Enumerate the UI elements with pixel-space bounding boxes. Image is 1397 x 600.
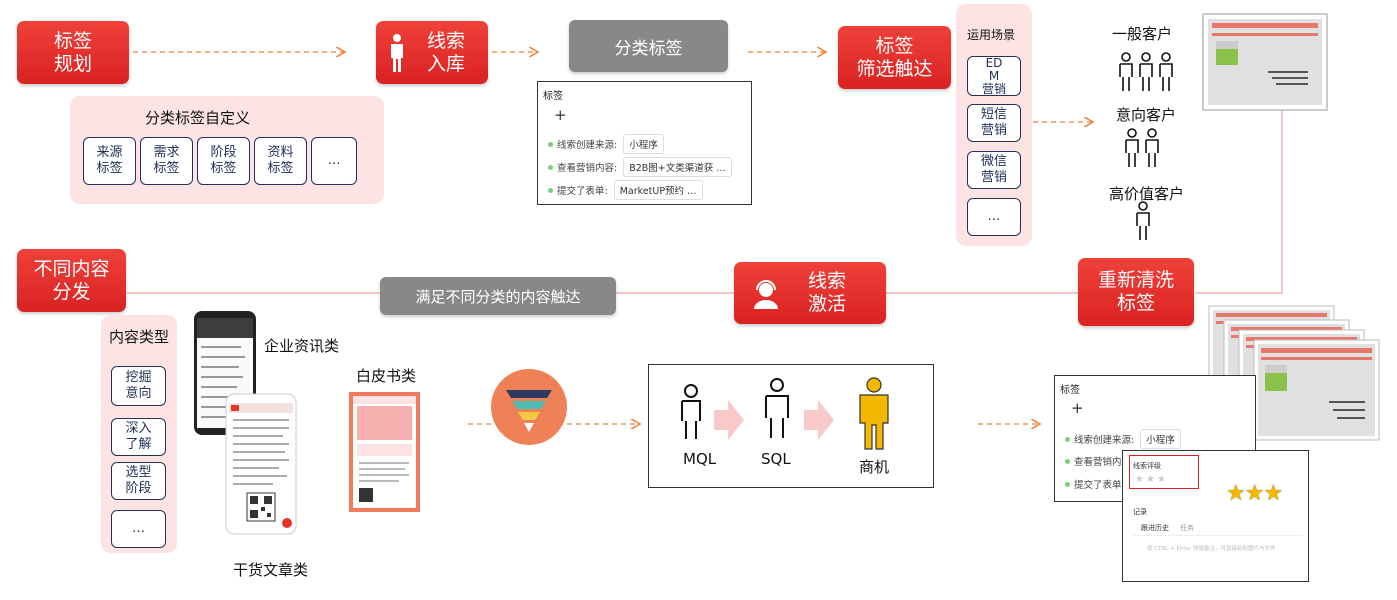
tag-row: 提交了表单: MarketUP预约 … — [548, 180, 703, 200]
lead-storage-box: 线索 入库 — [376, 21, 488, 84]
tag-dot — [1065, 436, 1070, 442]
tag-row-label: 查看营销内 — [1074, 457, 1122, 468]
article-content-label: 干货文章类 — [233, 561, 309, 579]
person-icon — [391, 34, 403, 72]
mql-person-icon — [681, 384, 701, 439]
gray-stars[interactable]: ★★★ — [1135, 474, 1168, 485]
tag-chip[interactable]: B2B图+文类渠道获 … — [623, 157, 732, 177]
wechat-marketing-item: 微信 营销 — [967, 151, 1021, 189]
funnel-icon — [491, 369, 567, 445]
retag-box: 重新清洗 标签 — [1078, 258, 1194, 326]
tab-tasks[interactable]: 任务 — [1180, 524, 1194, 532]
tag-dot — [548, 187, 553, 193]
stacked-webpages-illustration — [1208, 305, 1380, 441]
add-tag-button[interactable]: + — [554, 106, 567, 124]
general-customer-icon — [1119, 52, 1173, 91]
tag-dot — [548, 141, 553, 147]
lead-activation-label: 线索 激活 — [807, 270, 846, 315]
support-agent-icon — [754, 280, 778, 309]
scenes-title: 运用场景 — [967, 28, 1016, 42]
tag-row: 查看营销内 — [1065, 454, 1122, 468]
content-reach-bar: 满足不同分类的内容触达 — [380, 277, 616, 315]
more-content-item: … — [111, 510, 166, 548]
high-value-customer-label: 高价值客户 — [1109, 185, 1185, 203]
more-scene-item: … — [967, 198, 1021, 236]
explore-intent-item: 挖掘 意向 — [111, 366, 166, 406]
bottom-add-tag-button[interactable]: + — [1071, 399, 1084, 417]
intent-customer-icon — [1125, 128, 1159, 167]
content-types-title: 内容类型 — [109, 328, 170, 346]
tag-row-label: 线索创建来源: — [557, 140, 618, 151]
phone-article-mockup — [225, 393, 297, 535]
gold-stars: ★★★ — [1226, 481, 1283, 506]
opportunity-label: 商机 — [859, 458, 890, 476]
tab-follow-history[interactable]: 跟进历史 — [1141, 524, 1169, 532]
tag-dot — [1065, 481, 1070, 487]
whitepaper-mockup — [349, 392, 420, 512]
lead-storage-label: 线索 入库 — [426, 29, 465, 75]
tag-chip[interactable]: 小程序 — [623, 134, 664, 154]
rating-label: 线索评级 — [1133, 462, 1161, 470]
arrow-sql-to-opportunity-icon — [804, 400, 834, 440]
mql-label: MQL — [683, 450, 717, 468]
tag-row-label: 线索创建来源: — [1074, 435, 1135, 446]
tag-row-label: 查看营销内容: — [557, 163, 618, 174]
webpage-illustration — [1202, 13, 1328, 111]
general-customer-label: 一般客户 — [1112, 25, 1173, 43]
edm-marketing-item: ED M 营销 — [967, 56, 1021, 96]
content-distribution-box: 不同内容 分发 — [17, 249, 126, 312]
note-placeholder: 按 CTRL + Enter 快速备注，可直接粘贴图片与文件 — [1147, 546, 1276, 552]
arrow-mql-to-sql-icon — [714, 400, 744, 440]
tag-row: 线索创建来源: 小程序 — [548, 134, 664, 154]
material-tag-item: 资料 标签 — [254, 137, 307, 185]
line-customers-to-retag — [1196, 110, 1283, 294]
tag-row: 查看营销内容: B2B图+文类渠道获 … — [548, 157, 732, 177]
lead-rating-card: 线索评级 ★★★ ★★★ 记录 跟进历史 任务 按 CTRL + Enter 快… — [1122, 450, 1309, 582]
tag-row-label: 提交了表单 — [1074, 480, 1122, 491]
demand-tag-item: 需求 标签 — [140, 137, 193, 185]
intent-customer-label: 意向客户 — [1116, 106, 1177, 124]
sql-label: SQL — [761, 450, 791, 468]
custom-tags-title: 分类标签自定义 — [145, 109, 251, 127]
tag-chip[interactable]: 小程序 — [1140, 429, 1181, 449]
tag-dot — [1065, 458, 1070, 464]
lead-activation-box: 线索 激活 — [734, 262, 886, 324]
classified-tags-box: 分类标签 — [569, 20, 728, 72]
tag-card: 标签 + 线索创建来源: 小程序 查看营销内容: B2B图+文类渠道获 … 提交… — [537, 81, 752, 205]
selection-stage-item: 选型 阶段 — [111, 462, 166, 500]
sql-person-icon — [765, 378, 789, 438]
deep-understand-item: 深入 了解 — [111, 418, 166, 456]
tag-row: 提交了表单 — [1065, 477, 1122, 491]
tag-dot — [548, 164, 553, 170]
bottom-tag-card-title: 标签 — [1060, 385, 1080, 396]
tag-chip[interactable]: MarketUP预约 … — [613, 180, 703, 200]
tag-row: 线索创建来源: 小程序 — [1065, 429, 1181, 449]
high-value-customer-icon — [1136, 201, 1150, 240]
tag-planning-box: 标签 规划 — [17, 21, 129, 84]
sms-marketing-item: 短信 营销 — [967, 104, 1021, 142]
source-tag-item: 来源 标签 — [83, 137, 136, 185]
stage-tag-item: 阶段 标签 — [197, 137, 250, 185]
note-input-area[interactable] — [1133, 535, 1303, 576]
tag-row-label: 提交了表单: — [557, 186, 608, 197]
more-tag-item: … — [311, 137, 357, 185]
tag-filter-box: 标签 筛选触达 — [838, 26, 951, 89]
record-label: 记录 — [1133, 508, 1147, 516]
tag-card-title: 标签 — [543, 91, 563, 102]
whitepaper-content-label: 白皮书类 — [356, 367, 417, 385]
opportunity-person-icon — [859, 377, 889, 450]
news-content-label: 企业资讯类 — [264, 337, 340, 355]
rating-highlight-box — [1129, 455, 1199, 489]
